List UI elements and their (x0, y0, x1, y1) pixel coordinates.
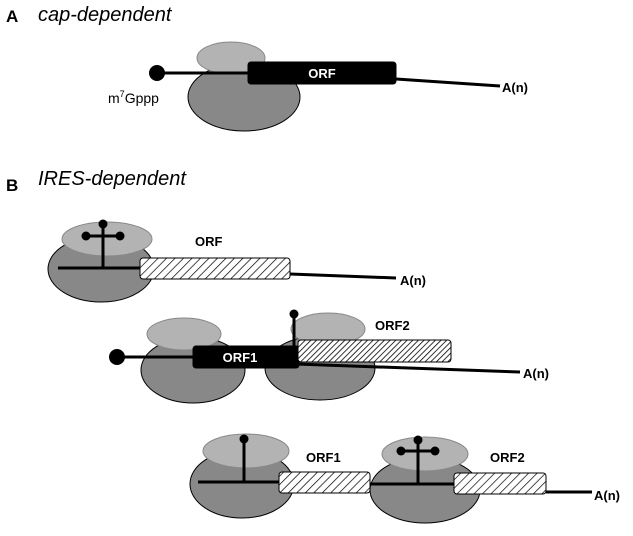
cap-label: m7Gppp (108, 89, 159, 106)
panel-b: B IRES-dependent ORF A(n) (6, 168, 620, 524)
small-ribosomal-subunit (146, 317, 222, 351)
orf1-block (278, 471, 371, 494)
orf-label: ORF (195, 234, 223, 249)
orf2-block (297, 339, 452, 363)
mrna-3prime (295, 362, 521, 374)
poly-a-label: A(n) (523, 366, 549, 381)
cap-structure (109, 349, 125, 365)
orf1-label: ORF1 (223, 350, 258, 365)
ires-structure-2 (396, 435, 440, 484)
orf-block (247, 61, 397, 85)
orf2-label: ORF2 (375, 318, 410, 333)
panel-b-letter: B (6, 176, 18, 195)
panel-a-title: cap-dependent (38, 4, 173, 26)
mrna-3prime (289, 272, 397, 280)
ires-row-1: ORF A(n) (47, 219, 426, 303)
orf1-label: ORF1 (306, 450, 341, 465)
poly-a-label: A(n) (400, 273, 426, 288)
ires-structure-1 (239, 434, 249, 482)
orf-block (139, 257, 291, 280)
orf2-label: ORF2 (490, 450, 525, 465)
poly-a-label: A(n) (502, 80, 528, 95)
small-ribosomal-subunit (202, 433, 290, 469)
small-ribosomal-subunit-2 (381, 436, 469, 472)
ires-row-2: ORF1 ORF2 A(n) (109, 309, 549, 404)
panel-a-letter: A (6, 7, 18, 26)
cap-structure (149, 65, 165, 81)
ires-row-3: ORF1 ORF2 A(n) (189, 433, 620, 524)
poly-a-label: A(n) (594, 488, 620, 503)
small-ribosomal-subunit (61, 221, 153, 257)
orf-label: ORF (308, 66, 336, 81)
orf2-block (453, 472, 547, 495)
ires-structure (289, 309, 299, 360)
panel-a: A cap-dependent ORF A(n) m7Gppp (6, 4, 528, 132)
mrna-3prime-utr (395, 77, 501, 88)
ires-structure (81, 219, 125, 268)
panel-b-title: IRES-dependent (38, 168, 187, 190)
